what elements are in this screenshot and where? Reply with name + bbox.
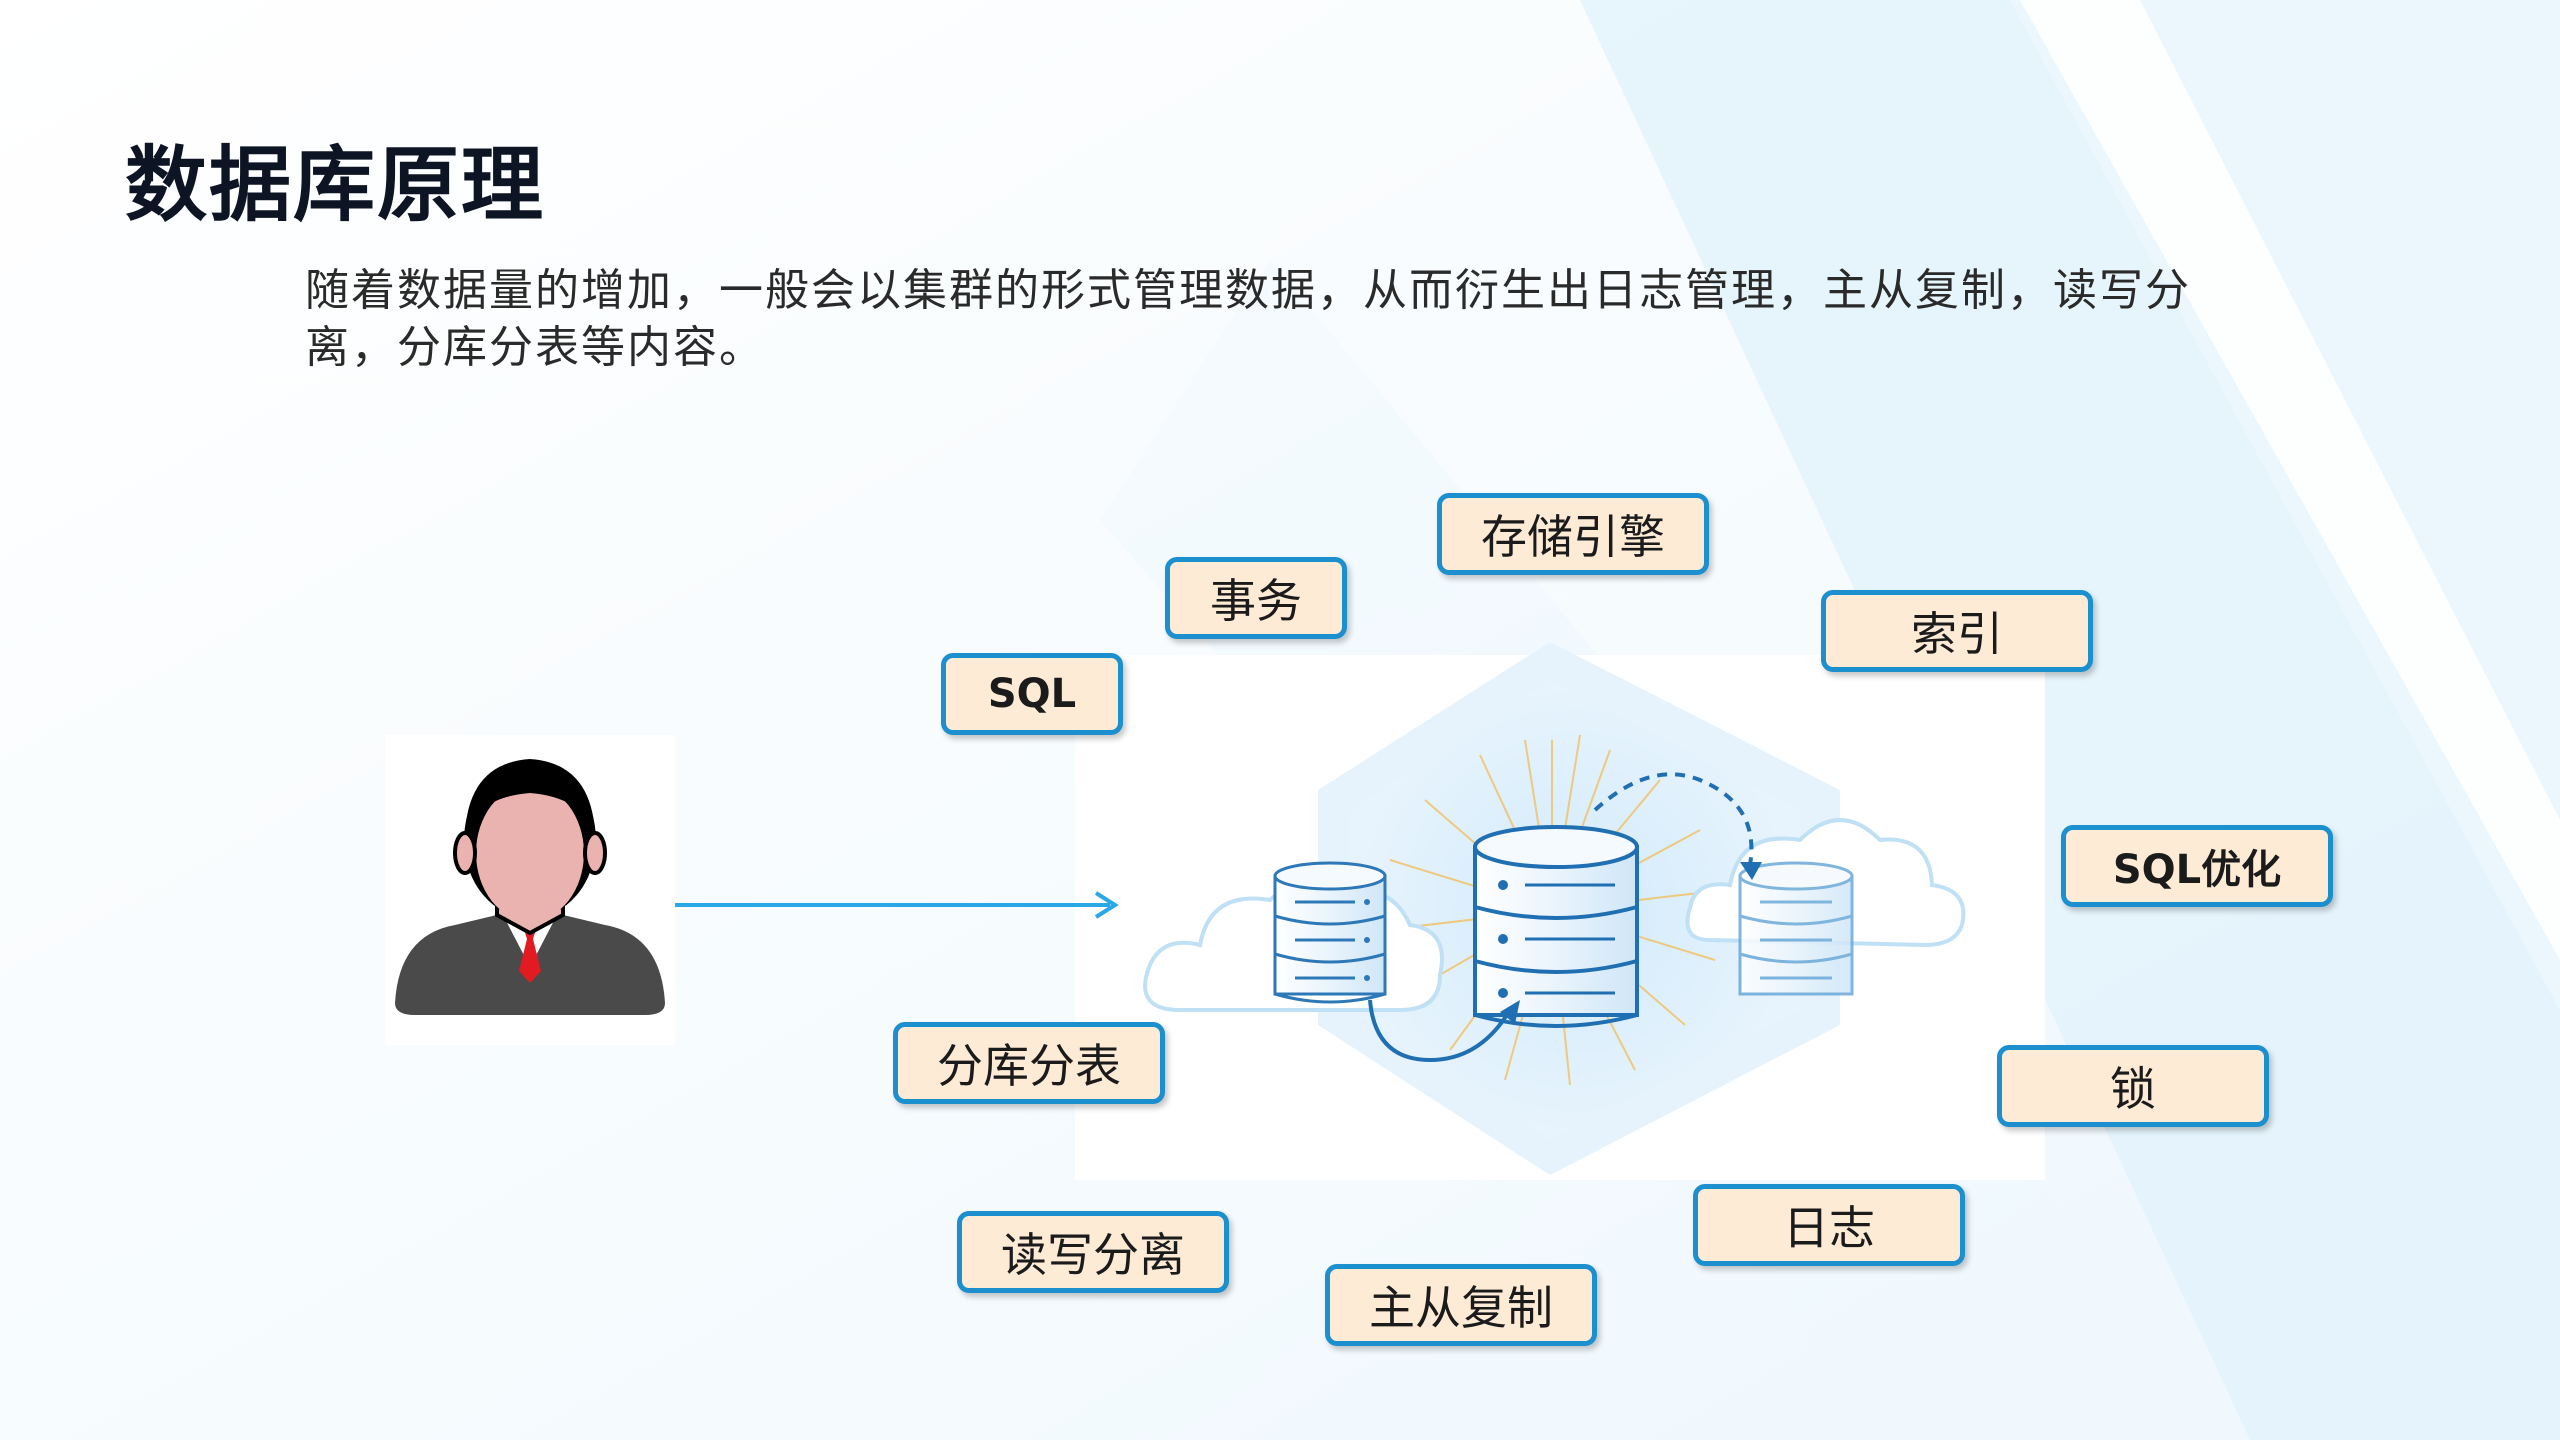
database-cluster-illustration bbox=[1143, 642, 1966, 1175]
intro-paragraph: 随着数据量的增加，一般会以集群的形式管理数据，从而衍生出日志管理，主从复制，读写… bbox=[305, 265, 2191, 373]
page-title: 数据库原理 bbox=[125, 138, 546, 233]
tag-read-write-split[interactable]: 读写分离 bbox=[957, 1211, 1229, 1293]
tag-lock[interactable]: 锁 bbox=[1997, 1045, 2269, 1127]
tag-sql[interactable]: SQL bbox=[941, 653, 1123, 735]
database-icon bbox=[1273, 861, 1387, 1004]
user-avatar-icon bbox=[385, 735, 675, 1045]
tag-storage-engine[interactable]: 存储引擎 bbox=[1437, 493, 1709, 575]
user-card bbox=[385, 735, 675, 1045]
arrow-right-icon bbox=[675, 891, 1119, 919]
tag-transaction[interactable]: 事务 bbox=[1165, 557, 1347, 639]
tag-sharding[interactable]: 分库分表 bbox=[893, 1022, 1165, 1104]
database-icon bbox=[1738, 861, 1854, 996]
tag-log[interactable]: 日志 bbox=[1693, 1184, 1965, 1266]
tag-index[interactable]: 索引 bbox=[1821, 590, 2093, 672]
tag-sql-optimization[interactable]: SQL优化 bbox=[2061, 825, 2333, 907]
tag-master-slave[interactable]: 主从复制 bbox=[1325, 1264, 1597, 1346]
database-icon bbox=[1473, 825, 1639, 1028]
